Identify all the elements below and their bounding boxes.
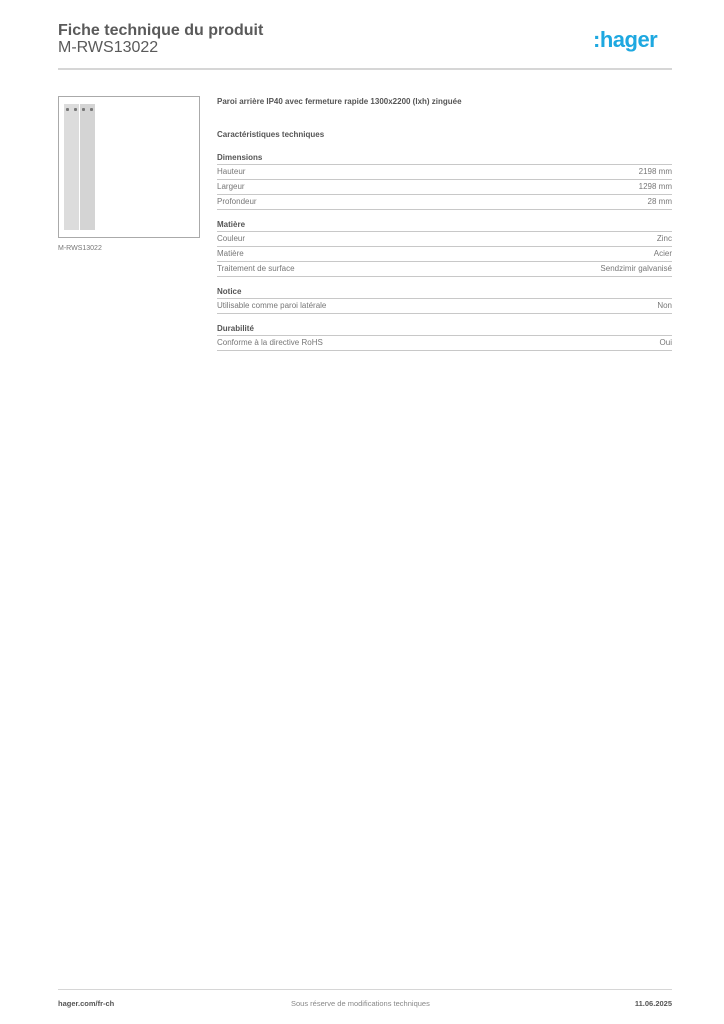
section-heading: Durabilité <box>217 324 672 336</box>
spec-row: Profondeur 28 mm <box>217 195 672 210</box>
product-title: Paroi arrière IP40 avec fermeture rapide… <box>217 97 462 106</box>
spec-label: Conforme à la directive RoHS <box>217 338 323 347</box>
spec-value: 28 mm <box>647 197 672 206</box>
footer-divider <box>58 989 672 990</box>
fastener-icon <box>82 108 85 111</box>
spec-value: Acier <box>653 249 672 258</box>
spec-row: Conforme à la directive RoHS Oui <box>217 336 672 351</box>
fastener-icon <box>74 108 77 111</box>
spec-value: Sendzimir galvanisé <box>600 264 672 273</box>
spec-label: Hauteur <box>217 167 246 176</box>
footer-website-link[interactable]: hager.com/fr-ch <box>58 999 115 1008</box>
footer-date: 11.06.2025 <box>634 999 672 1008</box>
spec-row: Traitement de surface Sendzimir galvanisé <box>217 262 672 277</box>
spec-row: Utilisable comme paroi latérale Non <box>217 299 672 314</box>
spec-label: Matière <box>217 249 244 258</box>
section-durability: Durabilité Conforme à la directive RoHS O… <box>217 324 672 351</box>
spec-label: Utilisable comme paroi latérale <box>217 301 327 310</box>
section-heading: Matière <box>217 220 672 232</box>
spec-row: Matière Acier <box>217 247 672 262</box>
page-title: Fiche technique du produit <box>58 22 264 39</box>
spec-label: Largeur <box>217 182 245 191</box>
image-caption: M-RWS13022 <box>58 245 102 252</box>
section-heading: Dimensions <box>217 153 672 165</box>
spec-row: Largeur 1298 mm <box>217 180 672 195</box>
spec-value: 2198 mm <box>638 167 672 176</box>
panel-left-icon <box>64 104 79 230</box>
spec-value: Non <box>657 301 672 310</box>
spec-label: Couleur <box>217 234 246 243</box>
section-heading: Notice <box>217 287 672 299</box>
header-divider <box>58 68 672 70</box>
section-dimensions: Dimensions Hauteur 2198 mm Largeur 1298 mm… <box>217 153 672 210</box>
spec-label: Profondeur <box>217 197 257 206</box>
spec-value: Zinc <box>656 234 672 243</box>
panel-right-icon <box>80 104 95 230</box>
spec-value: 1298 mm <box>638 182 672 191</box>
spec-value: Oui <box>659 338 672 347</box>
section-notice: Notice Utilisable comme paroi latérale No… <box>217 287 672 314</box>
hager-logo: :hager <box>593 27 658 52</box>
spec-row: Couleur Zinc <box>217 232 672 247</box>
product-code: M-RWS13022 <box>58 39 159 56</box>
fastener-icon <box>90 108 93 111</box>
product-image <box>58 96 200 238</box>
product-details: Paroi arrière IP40 avec fermeture rapide… <box>217 97 672 351</box>
footer-disclaimer: Sous réserve de modifications techniques <box>291 999 430 1008</box>
spec-label: Traitement de surface <box>217 264 295 273</box>
fastener-icon <box>66 108 69 111</box>
spec-row: Hauteur 2198 mm <box>217 165 672 180</box>
characteristics-title: Caractéristiques techniques <box>217 130 325 139</box>
